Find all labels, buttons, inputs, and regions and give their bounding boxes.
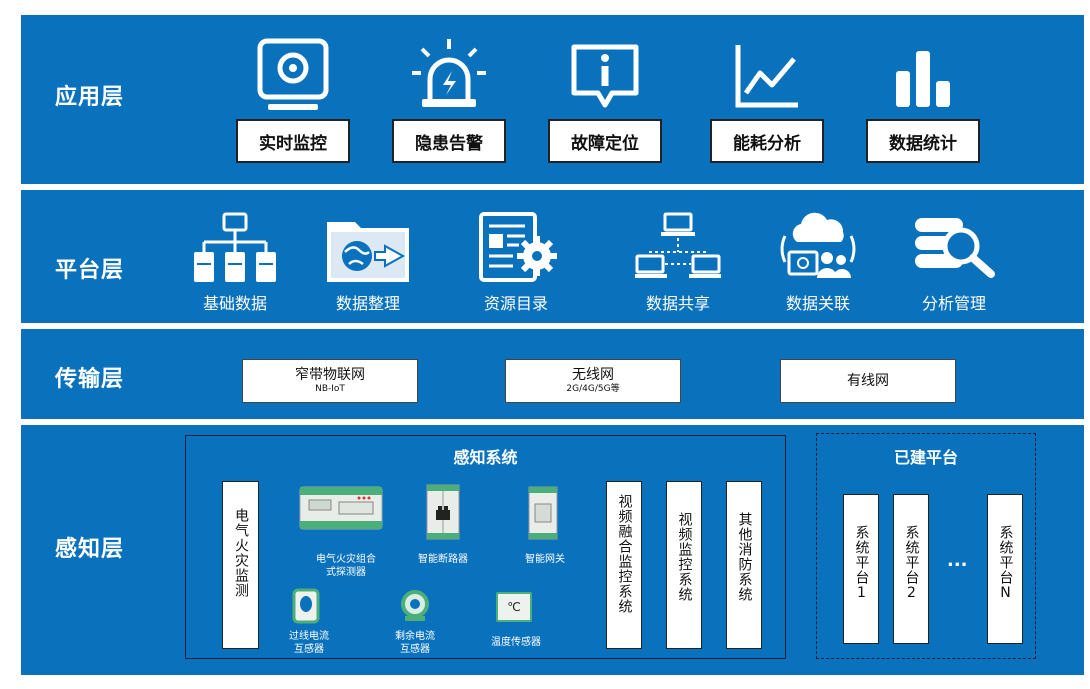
bar-chart-icon — [896, 51, 950, 107]
layer-title: 应用层 — [55, 85, 125, 110]
line-chart-icon — [735, 45, 798, 108]
network-nbiot-box[interactable]: 窄带物联网 NB-IoT — [242, 359, 418, 403]
residual-current-icon — [401, 590, 429, 621]
system-platform-n-box[interactable]: 系统平台N — [987, 494, 1023, 644]
layer-title: 传输层 — [55, 367, 125, 392]
alarm-light-icon — [412, 39, 486, 107]
electric-fire-monitor-box[interactable]: 电气火灾监测 — [222, 481, 259, 649]
system-platform-2-box[interactable]: 系统平台2 — [893, 494, 929, 644]
device-label: 剩余电流 互感器 — [395, 631, 435, 655]
platform-label: 数据关联 — [785, 294, 850, 313]
info-bubble-icon — [571, 44, 639, 108]
network-sub-label: 2G/4G/5G等 — [566, 384, 620, 394]
platform-label: 资源目录 — [483, 294, 548, 313]
platform-layer: 平台层 基础数据 数据整理 — [21, 190, 1084, 323]
network-label: 窄带物联网 — [295, 367, 365, 383]
ellipsis: ... — [947, 550, 968, 571]
database-search-icon — [915, 218, 995, 278]
network-label: 无线网 — [572, 367, 614, 383]
platform-label: 数据整理 — [335, 294, 400, 313]
monitor-icon — [257, 38, 329, 110]
box-label: 系统平台1 — [853, 525, 870, 602]
platform-label: 基础数据 — [202, 294, 267, 313]
other-fire-system-box[interactable]: 其他消防系统 — [726, 481, 762, 649]
box-label: 视频监控系统 — [676, 512, 693, 602]
video-monitor-system-box[interactable]: 视频监控系统 — [666, 481, 702, 649]
network-sub-label: NB-IoT — [315, 384, 345, 394]
current-transformer-icon — [292, 588, 320, 624]
box-label: 电气火灾监测 — [233, 508, 249, 598]
device-label: 智能网关 — [525, 554, 565, 565]
device-label: 温度传感器 — [491, 637, 541, 648]
document-gear-icon — [479, 212, 557, 282]
app-label: 数据统计 — [866, 119, 980, 163]
platform-label: 分析管理 — [921, 294, 986, 313]
video-fusion-system-box[interactable]: 视频融合监控系统 — [606, 481, 642, 649]
perception-layer: 感知层 感知系统 电气火灾监测 电气火灾组合 式探测器 智能断路器 — [21, 425, 1084, 675]
built-platform-frame: 已建平台 系统平台1 系统平台2 ... 系统平台N — [816, 433, 1036, 659]
device-label: 过线电流 互感器 — [289, 631, 329, 655]
box-label: 系统平台N — [997, 525, 1014, 602]
transport-layer: 传输层 窄带物联网 NB-IoT 无线网 2G/4G/5G等 有线网 — [21, 329, 1084, 419]
system-platform-1-box[interactable]: 系统平台1 — [843, 494, 879, 644]
network-label: 有线网 — [847, 373, 889, 389]
device-label: 智能断路器 — [418, 554, 468, 565]
cloud-link-icon — [780, 212, 856, 278]
frame-title: 感知系统 — [453, 448, 518, 467]
network-wired-box[interactable]: 有线网 — [780, 359, 956, 403]
network-wireless-box[interactable]: 无线网 2G/4G/5G等 — [505, 359, 681, 403]
perception-system-frame: 感知系统 电气火灾监测 电气火灾组合 式探测器 智能断路器 — [185, 435, 786, 659]
app-label: 实时监控 — [236, 119, 350, 163]
box-label: 其他消防系统 — [736, 512, 753, 602]
platform-label: 数据共享 — [645, 294, 710, 313]
temperature-sensor-icon: ℃ — [496, 592, 532, 622]
server-tree-icon — [194, 212, 276, 282]
app-label: 故障定位 — [548, 119, 662, 163]
device-label: 电气火灾组合 式探测器 — [316, 554, 376, 578]
gateway-icon — [528, 486, 558, 540]
box-label: 系统平台2 — [903, 525, 920, 602]
app-label: 隐患告警 — [392, 119, 506, 163]
app-label: 能耗分析 — [710, 119, 824, 163]
box-label: 视频融合监控系统 — [616, 494, 633, 614]
folder-globe-icon — [327, 222, 409, 282]
network-share-icon — [635, 212, 721, 278]
layer-title: 感知层 — [55, 537, 125, 562]
layer-title: 平台层 — [55, 258, 125, 283]
frame-title: 已建平台 — [893, 448, 958, 467]
combo-detector-icon — [299, 486, 383, 530]
circuit-breaker-icon — [426, 484, 460, 540]
application-layer: 应用层 实时监控 隐患告警 故障定位 — [21, 15, 1084, 184]
